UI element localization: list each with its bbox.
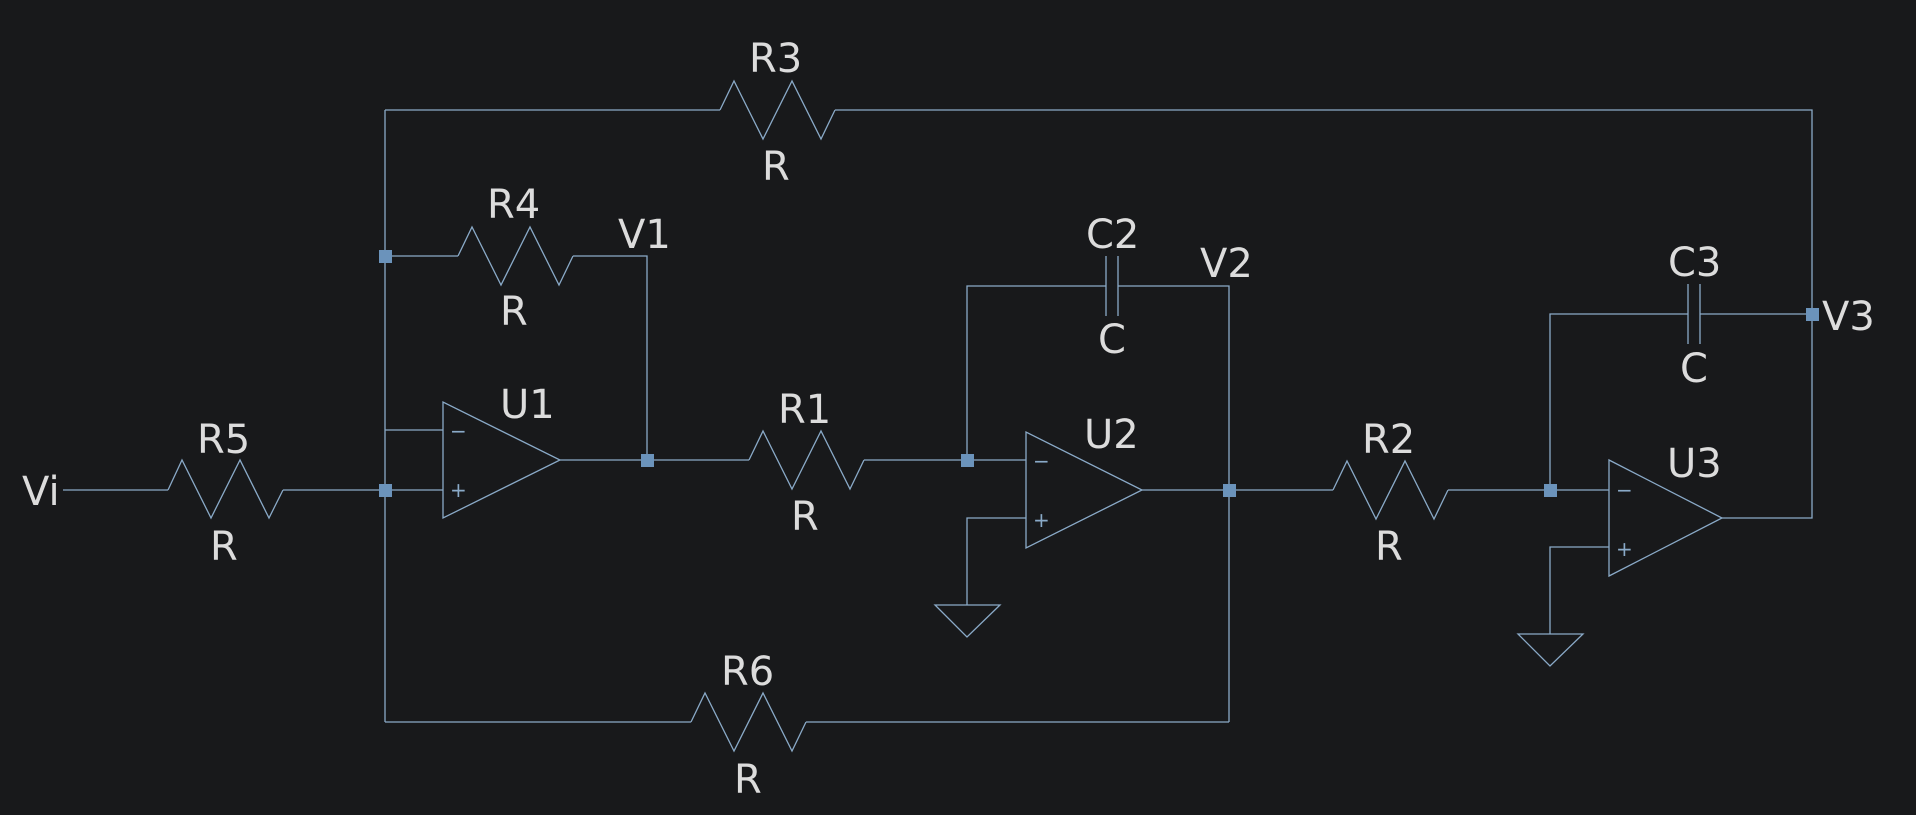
opamp-u3[interactable]: − + U3: [1608, 441, 1724, 578]
capacitor-c3-ref: C3: [1668, 240, 1721, 286]
resistor-r2-ref: R2: [1362, 417, 1415, 463]
net-label-v2: V2: [1200, 241, 1253, 287]
resistor-r3[interactable]: R3 R: [719, 36, 836, 190]
opamp-u3-plus-sign: +: [1616, 537, 1633, 561]
ground-u2-symbol: [933, 604, 1002, 638]
resistor-r4[interactable]: R4 R: [457, 182, 574, 335]
resistor-r5[interactable]: R5 R: [167, 417, 284, 570]
resistor-r6-value: R: [734, 757, 762, 803]
wire-u3-plus-to-ground: [1549, 546, 1609, 634]
wire-c3-left: [1549, 313, 1688, 490]
opamp-u2-ref: U2: [1084, 412, 1139, 458]
junction-v3[interactable]: [1806, 308, 1819, 321]
resistor-r3-ref: R3: [749, 36, 802, 82]
resistor-r6-ref: R6: [721, 649, 774, 695]
net-label-vi: Vi: [22, 469, 60, 515]
resistor-r6[interactable]: R6 R: [690, 649, 807, 803]
junction-u2-minus-node[interactable]: [961, 454, 974, 467]
resistor-r3-value: R: [762, 144, 790, 190]
opamp-u3-ref: U3: [1667, 441, 1722, 487]
junction-u1-plus-node[interactable]: [379, 484, 392, 497]
opamp-u1[interactable]: − + U1: [442, 382, 562, 520]
junction-u3-minus-node[interactable]: [1544, 484, 1557, 497]
wire-c2-left: [966, 285, 1106, 460]
opamp-u1-minus-sign: −: [450, 419, 467, 443]
junction-v1[interactable]: [641, 454, 654, 467]
capacitor-c2-value: C: [1098, 317, 1126, 363]
capacitor-c2[interactable]: C2 C: [1086, 212, 1139, 363]
resistor-r5-value: R: [210, 524, 238, 570]
wire-r4-to-v1: [573, 255, 648, 460]
resistor-r2[interactable]: R2 R: [1332, 417, 1449, 570]
resistor-r1-value: R: [791, 494, 819, 540]
opamp-u3-minus-sign: −: [1616, 478, 1633, 502]
opamp-u1-ref: U1: [500, 382, 555, 428]
wire-u2-plus-to-ground: [966, 517, 1026, 605]
wire-c2-to-v2: [1118, 285, 1230, 722]
resistor-r5-ref: R5: [197, 417, 250, 463]
resistor-r4-ref: R4: [487, 182, 540, 228]
ground-u3-symbol: [1516, 633, 1585, 667]
opamp-u1-plus-sign: +: [450, 478, 467, 502]
opamp-u2-minus-sign: −: [1033, 449, 1050, 473]
capacitor-c3-value: C: [1680, 346, 1708, 392]
net-label-v3: V3: [1822, 294, 1875, 340]
junction-v2[interactable]: [1223, 484, 1236, 497]
capacitor-c2-ref: C2: [1086, 212, 1139, 258]
resistor-r2-value: R: [1375, 524, 1403, 570]
opamp-u2-plus-sign: +: [1033, 508, 1050, 532]
resistor-r1[interactable]: R1 R: [748, 387, 865, 540]
net-label-v1: V1: [618, 212, 671, 258]
capacitor-c3[interactable]: C3 C: [1668, 240, 1721, 392]
opamp-u2[interactable]: − + U2: [1025, 412, 1144, 550]
resistor-r4-value: R: [500, 289, 528, 335]
junction-r4-left[interactable]: [379, 250, 392, 263]
resistor-r1-ref: R1: [778, 387, 831, 433]
